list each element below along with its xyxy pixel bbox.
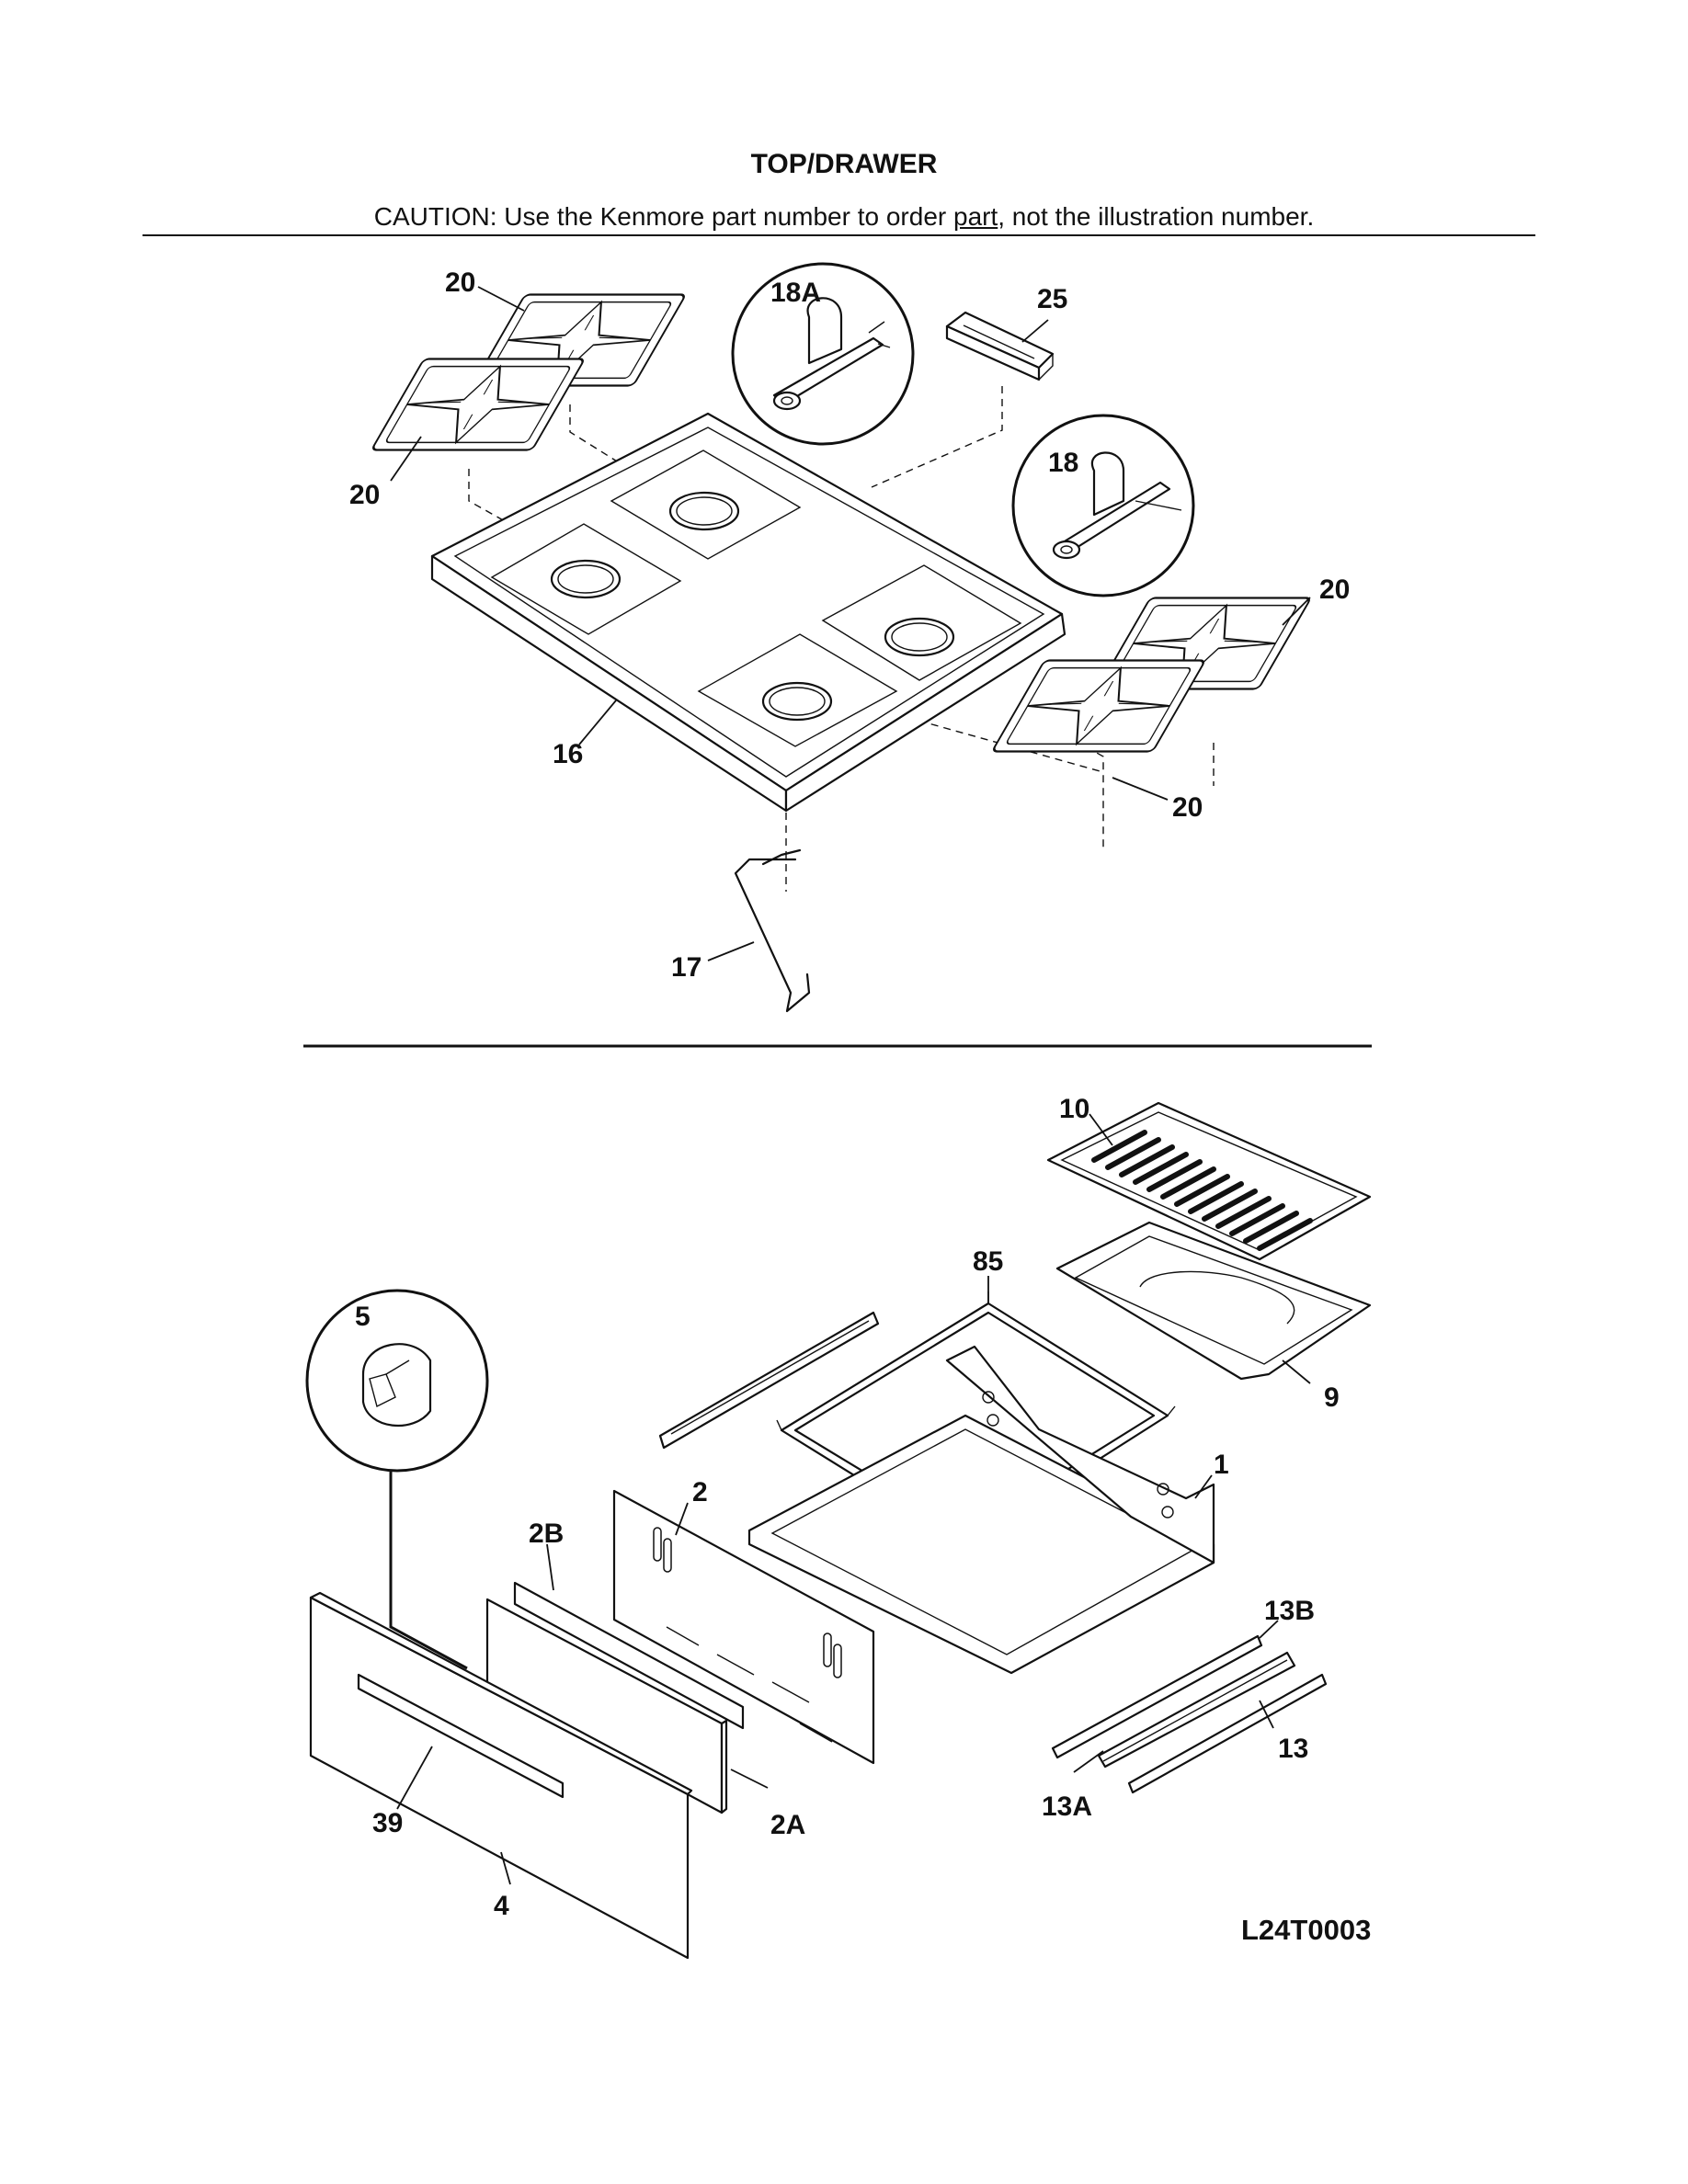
callout-18: 18 — [1048, 448, 1078, 478]
callout-2a: 2A — [770, 1810, 805, 1840]
callout-4: 4 — [494, 1891, 509, 1921]
callout-10: 10 — [1059, 1094, 1089, 1124]
callout-20-d: 20 — [1172, 792, 1203, 823]
grate-left-lower — [370, 358, 587, 451]
callout-2b: 2B — [529, 1519, 564, 1549]
diagram-code: L24T0003 — [1241, 1914, 1371, 1946]
broiler-grid-part-10 — [1046, 1101, 1372, 1261]
part-25-clip — [945, 311, 1055, 381]
callout-16: 16 — [553, 739, 583, 769]
strip-part-2b — [513, 1581, 745, 1730]
callout-17: 17 — [671, 952, 701, 983]
bracket-18-detail — [1011, 414, 1195, 597]
drawer-body-part-1 — [747, 1345, 1215, 1675]
knob-part-5-detail — [305, 1289, 489, 1670]
callout-5: 5 — [355, 1302, 371, 1332]
callout-18a: 18A — [770, 278, 821, 308]
callout-39: 39 — [372, 1808, 403, 1838]
cooktop-part-16 — [430, 412, 1066, 813]
callout-1: 1 — [1214, 1450, 1229, 1480]
bracket-18a-detail — [731, 262, 915, 446]
caution-note: CAUTION: Use the Kenmore part number to … — [0, 202, 1688, 232]
callout-20-a: 20 — [445, 267, 475, 298]
caution-underlined-word: part — [953, 202, 998, 231]
callout-13b: 13B — [1264, 1596, 1315, 1626]
handle-part-39 — [357, 1673, 565, 1799]
page-title: TOP/DRAWER — [750, 149, 938, 179]
callout-13a: 13A — [1042, 1792, 1092, 1822]
drawer-front-part-4 — [309, 1591, 693, 1960]
leader-lines-bottom — [396, 1113, 1311, 1885]
caution-text-start: CAUTION: Use the Kenmore part number to … — [373, 202, 953, 231]
leader-lines-top — [390, 286, 1311, 961]
callout-25: 25 — [1037, 284, 1067, 314]
grate-right-lower — [990, 659, 1207, 753]
callout-13: 13 — [1278, 1734, 1308, 1764]
panel-part-2a — [485, 1598, 728, 1814]
drawer-back-part-2 — [612, 1489, 875, 1765]
callout-9: 9 — [1324, 1382, 1340, 1413]
callout-20-c: 20 — [1319, 574, 1350, 605]
rod-part-17 — [734, 848, 811, 1013]
drawer-rail-upper — [658, 1311, 880, 1450]
callout-20-b: 20 — [349, 480, 380, 510]
slide-rails-13 — [1051, 1634, 1328, 1794]
caution-text-end: , not the illustration number. — [998, 202, 1315, 231]
callout-85: 85 — [973, 1246, 1003, 1277]
callout-labels: 20 20 18A 25 18 20 20 16 17 10 85 5 9 1 … — [349, 267, 1371, 1946]
callout-2: 2 — [692, 1477, 708, 1507]
broiler-pan-part-9 — [1055, 1221, 1372, 1381]
